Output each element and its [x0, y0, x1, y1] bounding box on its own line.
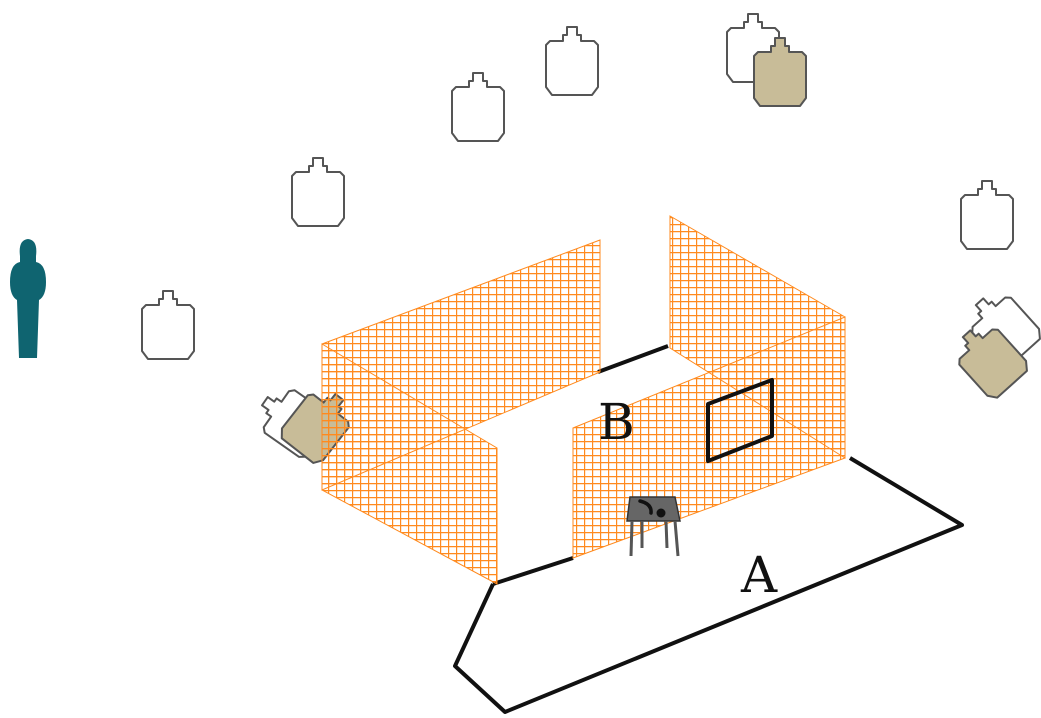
table-top — [626, 496, 681, 522]
paper-target-icon — [291, 157, 345, 227]
fault-line-back — [597, 344, 669, 374]
paper-target-icon — [451, 72, 505, 142]
pistol-icon — [638, 499, 653, 515]
fault-lines — [453, 344, 964, 714]
magazine-icon — [656, 508, 666, 518]
wall-left-side — [321, 343, 498, 585]
paper-target-icon — [141, 290, 195, 360]
paper-target-icon — [545, 26, 599, 96]
paper-target-icon — [960, 180, 1014, 250]
shooter-silhouette-icon — [10, 239, 46, 358]
window-frame — [706, 378, 774, 463]
fault-line-area-a — [453, 456, 964, 714]
start-table-icon — [626, 496, 681, 557]
mesh-walls — [321, 215, 846, 585]
area-a-label: A — [740, 546, 778, 604]
fault-line-front — [492, 556, 574, 586]
area-b-label: B — [598, 393, 635, 451]
paper-targets — [141, 13, 1041, 463]
